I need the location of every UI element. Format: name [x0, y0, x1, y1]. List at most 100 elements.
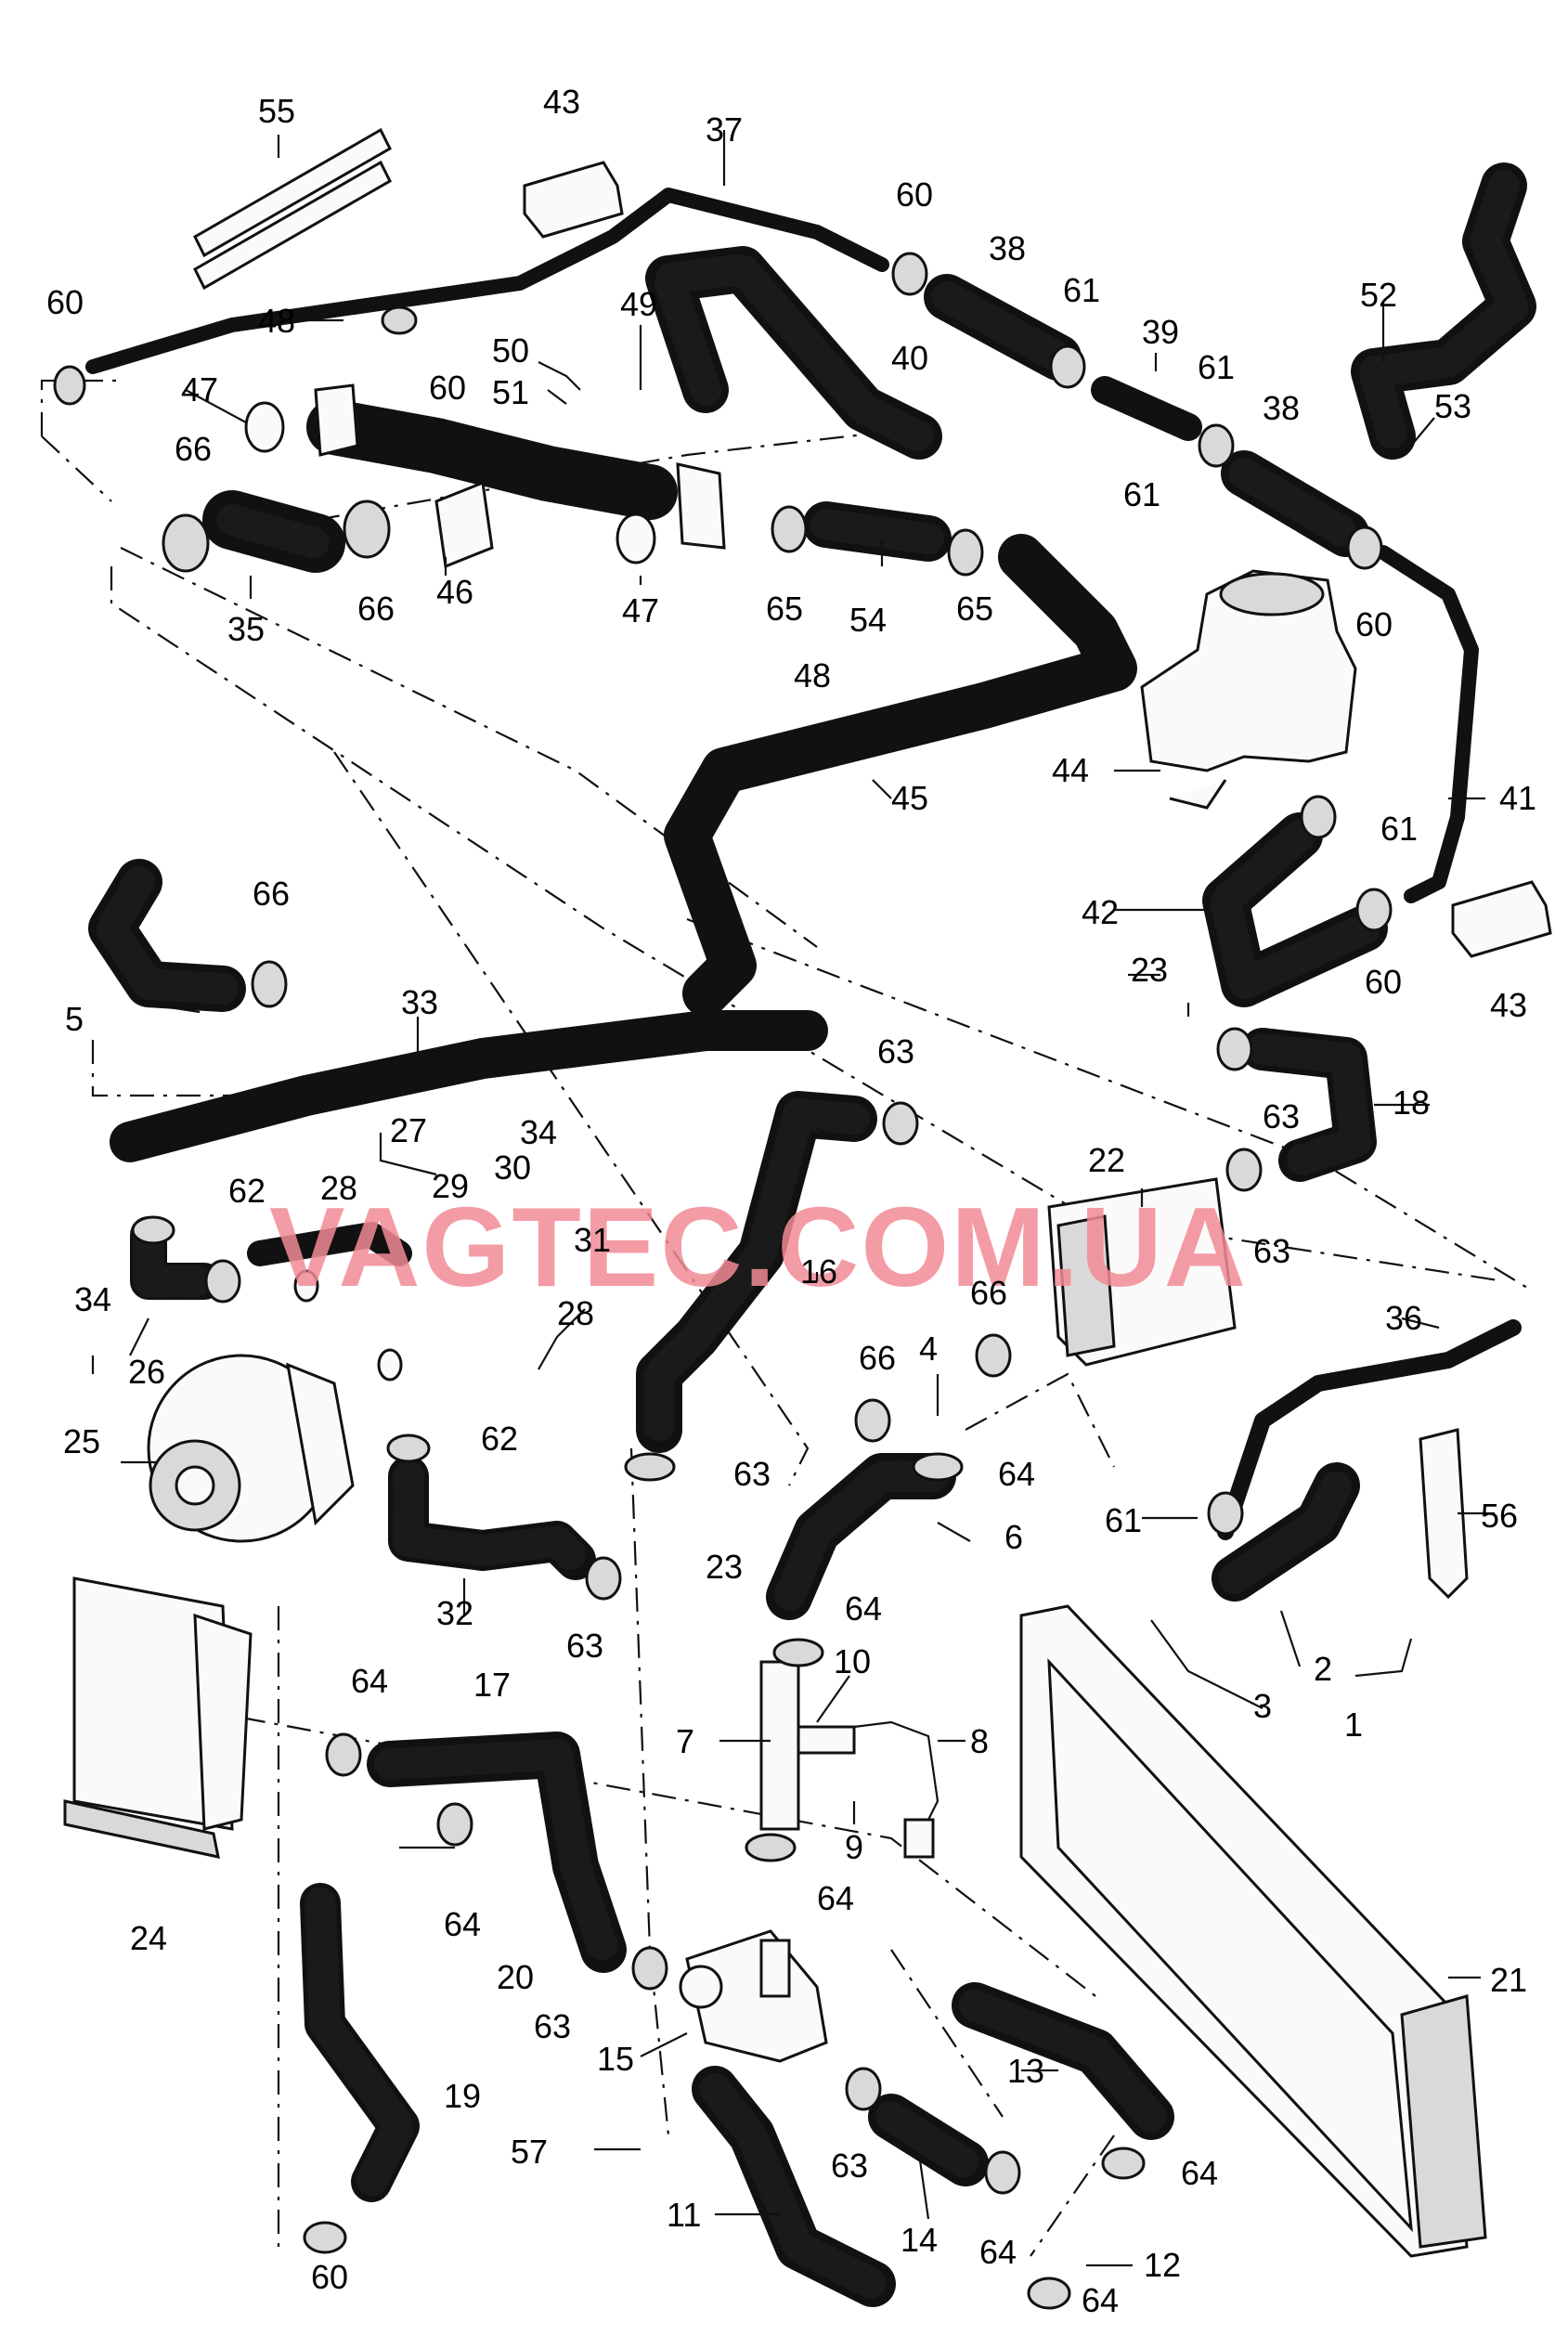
callout-55: 55 — [258, 92, 295, 130]
callout-63-b: 63 — [1263, 1097, 1300, 1135]
callout-63-e: 63 — [566, 1627, 603, 1665]
callout-63-g: 63 — [831, 2147, 868, 2185]
callout-49: 49 — [620, 285, 657, 323]
callout-63-c: 63 — [1253, 1232, 1290, 1270]
callout-33: 33 — [401, 983, 438, 1021]
callout-30: 30 — [494, 1148, 531, 1187]
callout-66-a: 66 — [175, 430, 212, 468]
callout-2: 2 — [1314, 1650, 1332, 1688]
callout-24: 24 — [130, 1919, 167, 1957]
callout-60-b: 60 — [896, 175, 933, 214]
callout-16: 16 — [800, 1252, 837, 1291]
callout-42: 42 — [1082, 893, 1119, 931]
callout-57: 57 — [511, 2133, 548, 2171]
hose-clamps — [53, 252, 1393, 2310]
callout-56: 56 — [1481, 1497, 1518, 1535]
callout-60-c: 60 — [429, 369, 466, 407]
callout-23-lower: 23 — [706, 1548, 743, 1586]
clip-strips-55 — [193, 127, 392, 291]
rigid-pipes — [85, 188, 1522, 1540]
holder-clip-43-right — [1451, 880, 1552, 958]
callout-27: 27 — [390, 1111, 427, 1149]
callout-5: 5 — [65, 1000, 84, 1038]
holder-clip-43-top — [523, 161, 624, 239]
callout-13: 13 — [1007, 2052, 1044, 2090]
callout-10: 10 — [834, 1642, 871, 1680]
callout-64-c: 64 — [817, 1879, 854, 1917]
temperature-sensor-8 — [853, 1720, 940, 1859]
callout-26: 26 — [128, 1353, 165, 1391]
callout-18: 18 — [1393, 1083, 1430, 1122]
callout-48-upper: 48 — [258, 302, 295, 340]
callout-23-upper: 23 — [1131, 951, 1168, 989]
callout-40: 40 — [891, 339, 928, 377]
thermostat-housing-46 — [314, 383, 726, 569]
callout-65-b: 65 — [956, 590, 993, 628]
callout-31: 31 — [574, 1221, 611, 1259]
callout-66-e: 66 — [859, 1339, 896, 1377]
oil-cooler-22 — [1047, 1177, 1237, 1367]
callout-47-right: 47 — [622, 591, 659, 629]
callout-60-e: 60 — [1365, 963, 1402, 1001]
callout-61-d: 61 — [1380, 810, 1418, 848]
callout-21: 21 — [1490, 1961, 1527, 1999]
callout-25: 25 — [63, 1422, 100, 1460]
callout-46: 46 — [436, 573, 473, 611]
expansion-tank-44 — [1140, 569, 1357, 810]
callout-19: 19 — [444, 2077, 481, 2115]
callout-50: 50 — [492, 331, 529, 370]
callout-6: 6 — [1004, 1518, 1023, 1556]
callout-39: 39 — [1142, 313, 1179, 351]
callout-66-b: 66 — [357, 590, 395, 628]
callout-35: 35 — [227, 610, 265, 648]
callout-62-b: 62 — [481, 1420, 518, 1458]
callout-63-a: 63 — [877, 1032, 914, 1070]
callout-34-left: 34 — [74, 1280, 111, 1318]
t-piece-7 — [759, 1660, 856, 1831]
coolant-hoses — [88, 162, 1536, 2307]
leader-lines — [91, 130, 1495, 2267]
callout-63-f: 63 — [534, 2007, 571, 2045]
callout-11: 11 — [667, 2196, 701, 2234]
callout-41: 41 — [1499, 779, 1536, 817]
callout-14: 14 — [901, 2221, 938, 2259]
callout-43-top: 43 — [543, 83, 580, 121]
callout-38-lower: 38 — [1263, 389, 1300, 427]
o-rings — [244, 401, 656, 1382]
callout-64-f: 64 — [1181, 2154, 1218, 2192]
callout-60-d: 60 — [1355, 605, 1393, 643]
callout-12: 12 — [1144, 2246, 1181, 2284]
auxiliary-radiator-24 — [63, 1576, 253, 1859]
callout-44: 44 — [1052, 751, 1089, 789]
callout-8: 8 — [970, 1722, 989, 1760]
callout-66-d: 66 — [970, 1274, 1007, 1312]
callout-62-a: 62 — [228, 1172, 266, 1210]
callout-51: 51 — [492, 373, 529, 411]
callout-64-d: 64 — [351, 1662, 388, 1700]
callout-20: 20 — [497, 1958, 534, 1996]
callout-9: 9 — [845, 1828, 863, 1866]
callout-64-h: 64 — [1082, 2281, 1119, 2319]
callout-28-upper: 28 — [320, 1169, 357, 1207]
callout-64-e: 64 — [444, 1905, 481, 1943]
callout-48-lower: 48 — [794, 656, 831, 694]
callout-15: 15 — [597, 2040, 634, 2078]
callout-3: 3 — [1253, 1687, 1272, 1725]
callout-61-c: 61 — [1123, 475, 1160, 513]
coolant-pump-15 — [679, 1929, 828, 2063]
watermark: VAGTEC.COM.UA — [269, 1184, 1248, 1310]
callout-64-g: 64 — [979, 2233, 1017, 2271]
callout-29: 29 — [432, 1167, 469, 1205]
callout-65-a: 65 — [766, 590, 803, 628]
callout-36: 36 — [1385, 1299, 1422, 1337]
callout-32: 32 — [436, 1594, 473, 1632]
callout-54: 54 — [849, 601, 887, 639]
callout-4: 4 — [919, 1330, 938, 1368]
callout-64-a: 64 — [998, 1455, 1035, 1493]
callout-61-b: 61 — [1198, 348, 1235, 386]
callout-37: 37 — [706, 110, 743, 149]
bracket-56 — [1419, 1428, 1469, 1600]
callout-64-b: 64 — [845, 1589, 882, 1628]
callout-47-left: 47 — [181, 370, 218, 409]
